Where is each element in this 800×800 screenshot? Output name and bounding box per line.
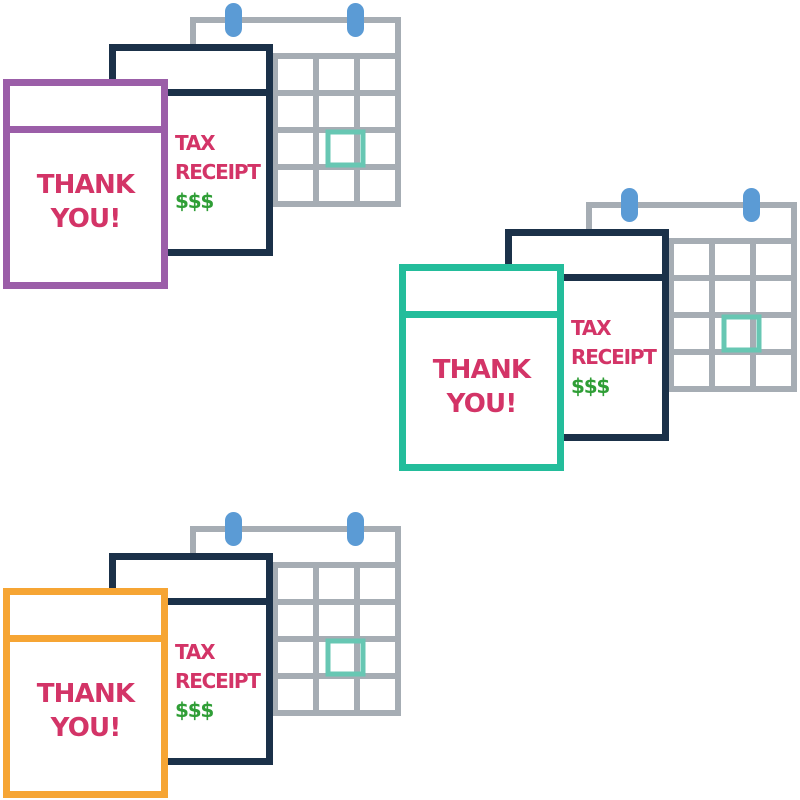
receipt-header-bar [116, 89, 266, 96]
calendar-ring-icon [347, 3, 364, 37]
thank-you-header-bar [10, 635, 161, 642]
receipt-text: TAX RECEIPT $$$ [571, 314, 657, 401]
receipt-text: TAX RECEIPT $$$ [175, 129, 261, 216]
receipt-money: $$$ [571, 374, 610, 398]
thank-you-header-bar [10, 126, 161, 133]
receipt-line-tax: TAX [571, 316, 612, 340]
illustration-orange: TAX RECEIPT $$$ THANK YOU! [0, 509, 410, 799]
calendar-ring-icon [743, 188, 760, 222]
illustration-purple: TAX RECEIPT $$$ THANK YOU! [0, 0, 410, 290]
thank-you-header-bar [406, 311, 557, 318]
thank-you-card-icon: THANK YOU! [3, 588, 168, 798]
calendar-ring-icon [621, 188, 638, 222]
receipt-header-bar [116, 598, 266, 605]
receipt-line-receipt: RECEIPT [571, 345, 657, 369]
receipt-money: $$$ [175, 189, 214, 213]
receipt-line-receipt: RECEIPT [175, 160, 261, 184]
illustration-teal: TAX RECEIPT $$$ THANK YOU! [396, 185, 800, 475]
receipt-line-tax: TAX [175, 131, 216, 155]
thank-you-card-icon: THANK YOU! [3, 79, 168, 289]
calendar-ring-icon [225, 3, 242, 37]
thank-you-text: THANK YOU! [10, 677, 161, 745]
thank-you-line-1: THANK [432, 355, 531, 385]
thank-you-text: THANK YOU! [406, 353, 557, 421]
calendar-ring-icon [347, 512, 364, 546]
thank-you-line-2: YOU! [50, 713, 122, 743]
thank-you-line-2: YOU! [446, 389, 518, 419]
receipt-header-bar [512, 274, 662, 281]
thank-you-line-1: THANK [36, 679, 135, 709]
receipt-money: $$$ [175, 698, 214, 722]
calendar-ring-icon [225, 512, 242, 546]
receipt-line-tax: TAX [175, 640, 216, 664]
thank-you-text: THANK YOU! [10, 168, 161, 236]
thank-you-line-1: THANK [36, 170, 135, 200]
receipt-line-receipt: RECEIPT [175, 669, 261, 693]
thank-you-line-2: YOU! [50, 204, 122, 234]
thank-you-card-icon: THANK YOU! [399, 264, 564, 471]
receipt-text: TAX RECEIPT $$$ [175, 638, 261, 725]
